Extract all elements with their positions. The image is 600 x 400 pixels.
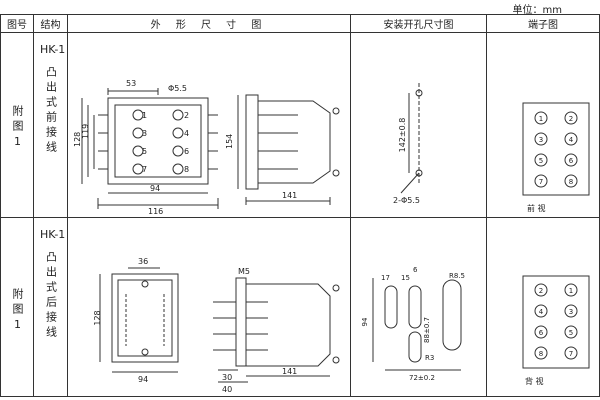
dim-side-height: 154 <box>225 134 234 149</box>
terminal-6: 6 <box>539 329 544 337</box>
model-label: HK-1 <box>40 43 66 56</box>
structure-label: 凸出式前接线 <box>44 66 58 156</box>
terminal-3: 3 <box>569 308 573 316</box>
model-label: HK-1 <box>40 228 66 241</box>
view-label-rear: 背 视 <box>525 376 544 386</box>
figure-label: 附图1 <box>11 288 24 335</box>
dim-rear-depth-b: 40 <box>222 385 232 394</box>
terminal-8: 8 <box>569 178 573 186</box>
terminal-7: 7 <box>539 178 543 186</box>
figure-cell: 附图1 <box>0 32 34 218</box>
dim-mount-slot: 88±0.7 <box>423 317 431 343</box>
dim-front-bottom-inner: 94 <box>150 184 160 193</box>
outline-drawing-cell: 53 Φ5.5 94 116 142 128 119 1 2 3 4 5 6 7… <box>67 32 351 218</box>
dim-front-top: 53 <box>126 79 136 88</box>
dim-rear-side-depth: 141 <box>282 367 297 376</box>
outline-drawing-cell: 36 128 94 M5 30 40 141 <box>67 217 351 397</box>
structure-cell: HK-1 凸出式前接线 <box>33 32 68 218</box>
header-terminal: 端子图 <box>486 14 600 33</box>
dim-rear-height: 128 <box>93 310 102 325</box>
terminal-5: 5 <box>569 329 573 337</box>
figure-label: 附图1 <box>11 105 24 152</box>
mounting-drawing-cell: 17 15 6 R8.5 94 88±0.7 R3 72±0.2 <box>350 217 487 397</box>
outline-drawing-rear: 36 128 94 M5 30 40 141 <box>93 257 340 394</box>
dim-front-hole: Φ5.5 <box>168 84 187 93</box>
structure-cell: HK-1 凸出式后接线 <box>33 217 68 397</box>
dim-mount-width: 72±0.2 <box>409 374 435 382</box>
spec-row-front: 附图1 HK-1 凸出式前接线 <box>0 32 600 218</box>
dim-mount-height: 94 <box>361 317 369 326</box>
mounting-drawing-cell: 142±0.8 2-Φ5.5 <box>350 32 487 218</box>
dim-rear-depth-a: 30 <box>222 373 232 382</box>
header-structure: 结构 <box>33 14 68 33</box>
structure-label: 凸出式后接线 <box>44 251 58 341</box>
mounting-drawing-rear: 17 15 6 R8.5 94 88±0.7 R3 72±0.2 <box>361 266 465 382</box>
terminal-front-1: 1 <box>142 111 147 120</box>
terminal-drawing-front: 1 2 3 4 5 6 7 8 前 视 <box>522 102 590 213</box>
dim-front-left-inner: 119 <box>81 124 90 139</box>
terminal-1: 1 <box>539 115 543 123</box>
terminal-front-7: 7 <box>142 165 147 174</box>
terminal-front-3: 3 <box>142 129 147 138</box>
dim-mount-hole: 2-Φ5.5 <box>393 196 420 205</box>
terminal-front-2: 2 <box>184 111 189 120</box>
figure-cell: 附图1 <box>0 217 34 397</box>
spec-row-rear: 附图1 HK-1 凸出式后接线 <box>0 217 600 397</box>
dim-front-bottom-outer: 116 <box>148 207 163 216</box>
header-mounting: 安装开孔尺寸图 <box>350 14 487 33</box>
terminal-front-5: 5 <box>142 147 147 156</box>
terminal-6: 6 <box>569 157 574 165</box>
mounting-drawing-front: 142±0.8 2-Φ5.5 <box>393 83 423 205</box>
terminal-4: 4 <box>539 308 544 316</box>
spec-table: 图号 结构 外 形 尺 寸 图 安装开孔尺寸图 端子图 附图1 HK-1 凸出式… <box>0 14 600 397</box>
header-outline: 外 形 尺 寸 图 <box>67 14 351 33</box>
dim-mount-c: 6 <box>413 266 418 274</box>
dim-front-left-outer: 142 <box>68 132 70 147</box>
dim-mount-r: R3 <box>425 354 434 362</box>
terminal-drawing-cell: 2 1 4 3 6 5 8 7 背 视 <box>486 217 600 397</box>
terminal-8: 8 <box>539 350 543 358</box>
dim-mount-height: 142±0.8 <box>398 118 407 153</box>
terminal-5: 5 <box>539 157 543 165</box>
terminal-front-4: 4 <box>184 129 189 138</box>
terminal-1: 1 <box>569 287 573 295</box>
dim-mount-b: 15 <box>401 274 410 282</box>
dim-rear-screw: M5 <box>238 267 250 276</box>
terminal-2: 2 <box>539 287 543 295</box>
unit-label: 单位：mm <box>512 5 562 16</box>
terminal-2: 2 <box>569 115 573 123</box>
view-label-front: 前 视 <box>527 203 546 213</box>
terminal-drawing-cell: 1 2 3 4 5 6 7 8 前 视 <box>486 32 600 218</box>
dim-mount-d: R8.5 <box>449 272 465 280</box>
dim-front-left-mid: 128 <box>73 132 82 147</box>
header-row: 图号 结构 外 形 尺 寸 图 安装开孔尺寸图 端子图 <box>0 14 600 33</box>
terminal-front-8: 8 <box>184 165 189 174</box>
dim-rear-bottom: 94 <box>138 375 148 384</box>
outline-drawing-front: 53 Φ5.5 94 116 142 128 119 1 2 3 4 5 6 7… <box>68 79 340 216</box>
dim-side-depth: 141 <box>282 191 297 200</box>
terminal-drawing-rear: 2 1 4 3 6 5 8 7 背 视 <box>522 275 590 386</box>
dim-rear-top: 36 <box>138 257 148 266</box>
terminal-3: 3 <box>539 136 543 144</box>
terminal-4: 4 <box>569 136 574 144</box>
header-figure-no: 图号 <box>0 14 34 33</box>
terminal-front-6: 6 <box>184 147 189 156</box>
dim-mount-a: 17 <box>381 274 390 282</box>
terminal-7: 7 <box>569 350 573 358</box>
